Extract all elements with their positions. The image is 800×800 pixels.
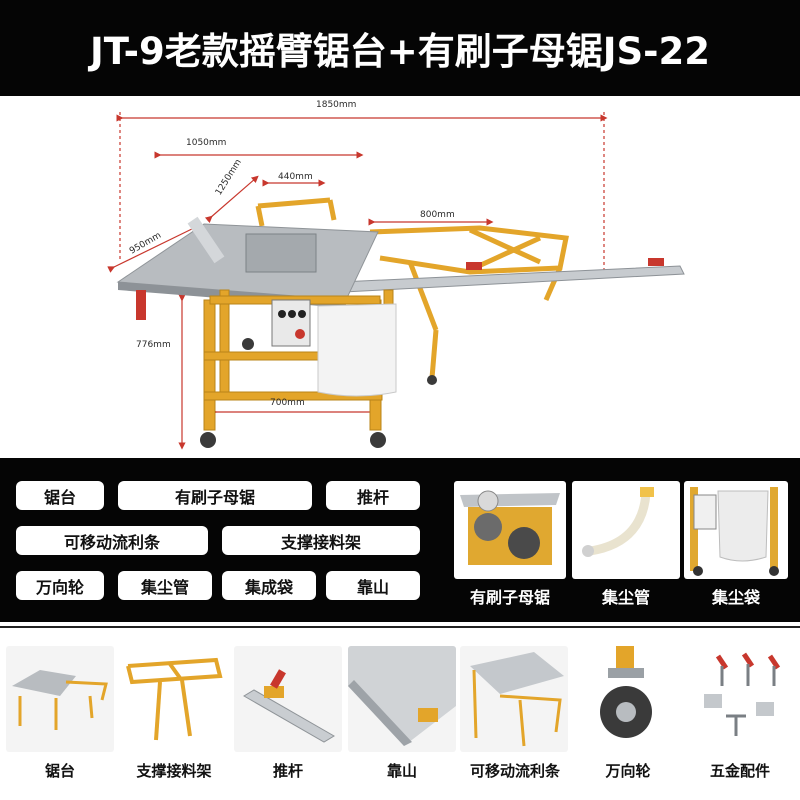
bottom-caption-roller-bar: 可移动流利条 xyxy=(469,762,560,780)
bottom-caption-hardware: 五金配件 xyxy=(709,762,770,780)
dim-slide-length: 1050mm xyxy=(186,138,227,148)
product-photo: 1850mm 1050mm 440mm 1250mm 950mm 800mm 7… xyxy=(0,96,800,458)
tag-saw-table: 锯台 xyxy=(16,481,104,510)
tag-dust-pipe: 集尘管 xyxy=(118,571,212,600)
bottom-thumb-hardware xyxy=(686,646,794,752)
tag-fence: 靠山 xyxy=(326,571,420,600)
caption-dust-pipe: 集尘管 xyxy=(601,588,650,607)
bottom-caption-saw-table: 锯台 xyxy=(44,762,75,780)
tag-roller-bar: 可移动流利条 xyxy=(16,526,208,555)
thumb-dust-pipe xyxy=(572,481,680,579)
thumb-dust-bag xyxy=(684,481,788,579)
dim-height: 776mm xyxy=(136,340,171,350)
bottom-thumb-saw-table xyxy=(6,646,114,752)
bottom-thumb-roller-bar xyxy=(460,646,568,752)
thumb-brushed-saw xyxy=(454,481,566,579)
bottom-caption-caster: 万向轮 xyxy=(605,762,651,780)
bottom-thumb-caster xyxy=(574,646,682,752)
tag-support-rack: 支撑接料架 xyxy=(222,526,420,555)
dim-table-width: 440mm xyxy=(278,172,313,182)
tag-caster: 万向轮 xyxy=(16,571,104,600)
dim-leg-span: 700mm xyxy=(270,398,305,408)
tag-push-rod: 推杆 xyxy=(326,481,420,510)
tag-dust-bag: 集成袋 xyxy=(222,571,316,600)
bottom-thumb-fence xyxy=(348,646,456,752)
dim-total-length: 1850mm xyxy=(316,100,357,110)
page-title: JT-9老款摇臂锯台+有刷子母锯JS-22 xyxy=(90,30,710,73)
bottom-thumb-support-rack xyxy=(120,646,228,752)
bottom-caption-fence: 靠山 xyxy=(386,762,417,780)
divider xyxy=(0,626,800,628)
bottom-caption-push-rod: 推杆 xyxy=(272,762,303,780)
bottom-thumb-push-rod xyxy=(234,646,342,752)
header-bar xyxy=(0,0,800,96)
tag-brushed-saw: 有刷子母锯 xyxy=(118,481,312,510)
caption-dust-bag: 集尘袋 xyxy=(711,588,760,607)
bottom-caption-support-rack: 支撑接料架 xyxy=(136,762,212,780)
saw-table-illustration xyxy=(107,112,685,450)
caption-brushed-saw: 有刷子母锯 xyxy=(469,588,550,607)
dim-extension: 800mm xyxy=(420,210,455,220)
